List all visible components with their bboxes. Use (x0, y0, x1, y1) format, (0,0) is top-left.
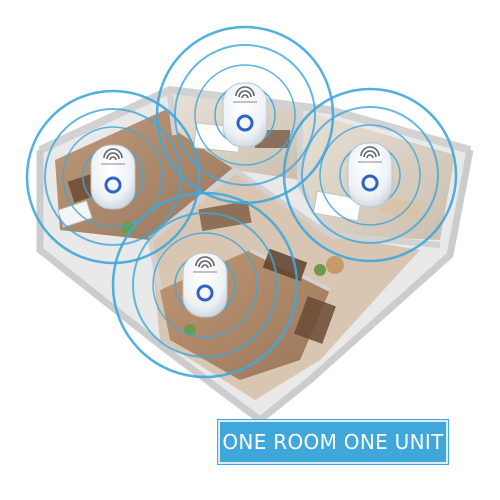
device-top (222, 82, 268, 148)
ultrasonic-repeller-icon (222, 82, 268, 148)
ultrasonic-repeller-icon (347, 142, 393, 208)
caption-banner: ONE ROOM ONE UNIT (218, 420, 448, 464)
ultrasonic-repeller-icon (90, 144, 136, 210)
ultrasonic-repeller-icon (182, 252, 228, 318)
device-bottom (182, 252, 228, 318)
device-right (347, 142, 393, 208)
device-left (90, 144, 136, 210)
caption-text: ONE ROOM ONE UNIT (222, 430, 444, 454)
